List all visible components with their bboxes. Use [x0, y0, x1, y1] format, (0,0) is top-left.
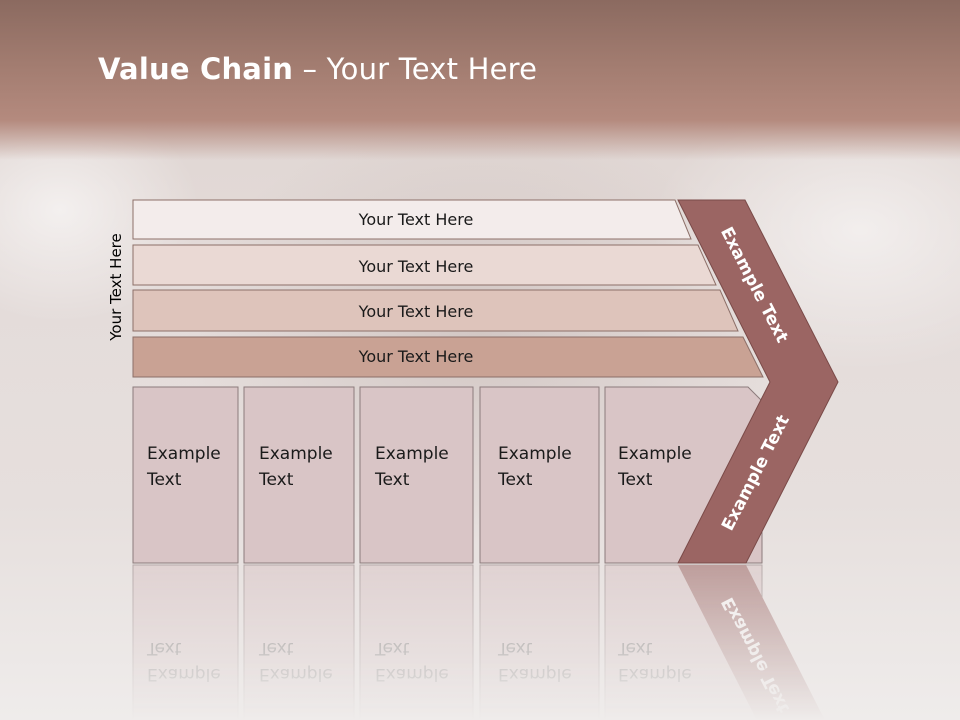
column-text-3b: Text — [374, 470, 410, 490]
row-label-2: Your Text Here — [358, 257, 474, 276]
page-title: Value Chain – Your Text Here — [98, 52, 538, 86]
svg-text:Example: Example — [259, 664, 333, 684]
column-text-4b: Text — [497, 470, 533, 490]
row-label-3: Your Text Here — [358, 302, 474, 321]
row-label-4: Your Text Here — [358, 347, 474, 366]
columns: Example Text Example Text Example Text E… — [132, 386, 763, 564]
svg-text:Text: Text — [146, 638, 182, 658]
svg-text:Example: Example — [618, 664, 692, 684]
chevron-shape — [677, 199, 839, 564]
row-bar-3 — [132, 289, 739, 332]
svg-text:Text: Text — [374, 638, 410, 658]
column-text-1b: Text — [146, 470, 182, 490]
column-text-5a: Example — [618, 444, 692, 464]
row-bar-2 — [132, 244, 717, 286]
column-box-1 — [132, 386, 239, 564]
row-label-1: Your Text Here — [358, 210, 474, 229]
svg-text:Text: Text — [617, 638, 653, 658]
column-text-4a: Example — [498, 444, 572, 464]
header-band — [0, 0, 960, 160]
column-text-5b: Text — [617, 470, 653, 490]
column-box-4 — [479, 386, 600, 564]
svg-text:Example: Example — [498, 664, 572, 684]
row-bars: Your Text Here Your Text Here Your Text … — [132, 199, 764, 378]
column-text-2b: Text — [258, 470, 294, 490]
svg-text:Example: Example — [147, 664, 221, 684]
column-box-3 — [359, 386, 474, 564]
column-text-3a: Example — [375, 444, 449, 464]
row-bar-4 — [132, 336, 764, 378]
reflection: Example Text Example Text Example Text E… — [132, 564, 825, 720]
column-box-2 — [243, 386, 355, 564]
svg-text:Example: Example — [375, 664, 449, 684]
svg-text:Text: Text — [258, 638, 294, 658]
column-text-1a: Example — [147, 444, 221, 464]
svg-text:Text: Text — [497, 638, 533, 658]
column-text-2a: Example — [259, 444, 333, 464]
row-bar-1 — [132, 199, 692, 240]
